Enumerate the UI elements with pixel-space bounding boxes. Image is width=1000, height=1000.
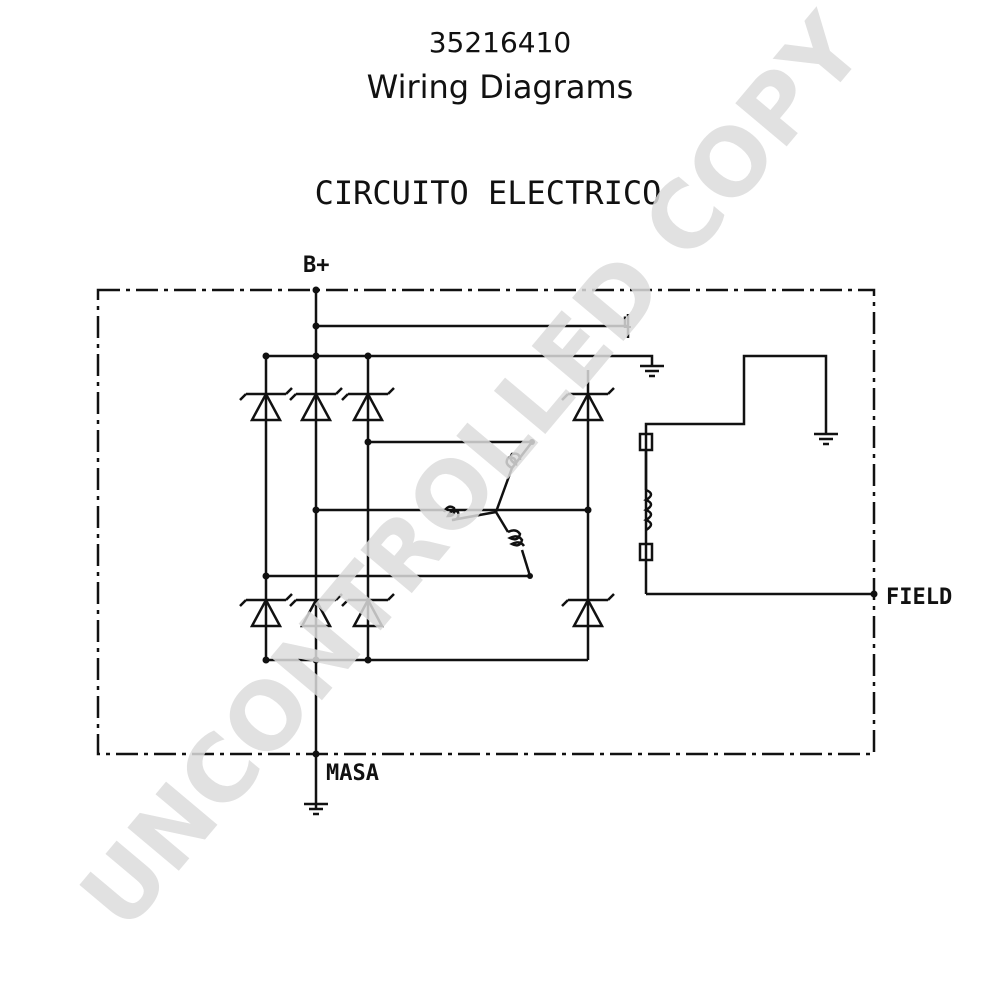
document-title: Wiring Diagrams	[366, 68, 634, 106]
phase-junction-2	[312, 506, 320, 514]
b-plus-label: B+	[303, 253, 330, 278]
diode-upper-1-icon	[239, 387, 293, 422]
part-number: 35216410	[428, 26, 572, 59]
neg-junction-left	[262, 656, 270, 664]
regulator-circuit	[644, 354, 828, 594]
neg-junction-right	[364, 656, 372, 664]
masa-junction	[312, 750, 320, 758]
diode-lower-1-icon	[239, 593, 293, 628]
diode-upper-3-icon	[341, 387, 395, 422]
phase-junction-3	[584, 506, 592, 514]
alternator-housing-outline	[96, 288, 876, 756]
l-terminal-label: L	[622, 313, 632, 332]
rotor-field-coil-icon	[638, 432, 654, 562]
neg-junction-center	[312, 656, 320, 664]
bus-junction-center	[312, 352, 320, 360]
phase-junction-4	[262, 572, 270, 580]
b-plus-junction	[312, 286, 320, 294]
l-junction	[312, 322, 320, 330]
diode-upper-2-icon	[289, 387, 343, 422]
regulator-ground-symbol	[814, 432, 838, 446]
winding-end-1	[529, 439, 535, 445]
diode-lower-3-icon	[341, 593, 395, 628]
diagram-title: CIRCUITO ELECTRICO	[315, 174, 662, 212]
diode-upper-4-icon	[561, 387, 615, 422]
stator-winding-1-icon	[494, 441, 533, 513]
diode-lower-2-icon	[289, 593, 343, 628]
positive-bus	[266, 354, 654, 366]
stator-winding-3-icon	[494, 511, 532, 577]
stator-winding-2-icon	[442, 505, 497, 522]
field-label: FIELD	[886, 585, 952, 610]
top-ground-symbol	[640, 364, 664, 378]
diode-lower-4-icon	[561, 593, 615, 628]
field-terminal	[870, 590, 878, 598]
winding-end-3	[527, 573, 533, 579]
uncontrolled-copy-watermark: UNCONTROLLED COPY	[60, 0, 885, 949]
phase-junction-1	[364, 438, 372, 446]
masa-label: MASA	[326, 761, 379, 786]
masa-ground-symbol	[304, 802, 328, 816]
